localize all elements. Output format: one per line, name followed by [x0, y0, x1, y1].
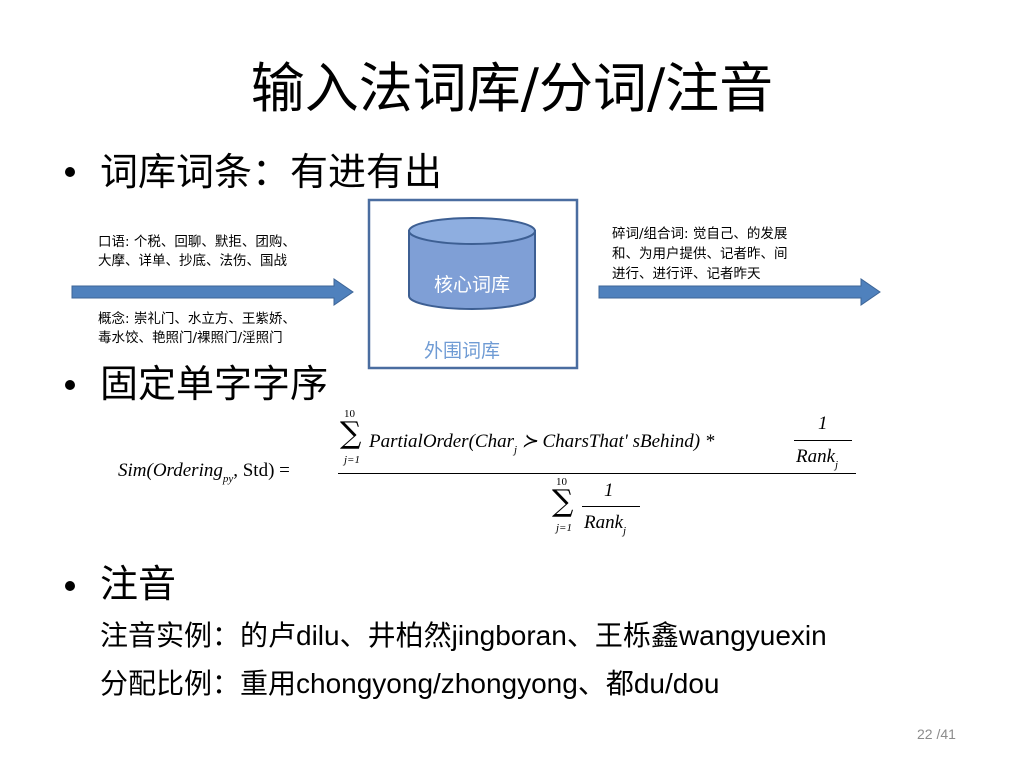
- numerator-frac-rank-text: Rank: [796, 446, 836, 467]
- spoken-words-line-1: 口语: 个税、回聊、默拒、团购、: [98, 234, 296, 250]
- denominator-sum-sign: ∑: [552, 484, 574, 519]
- numerator-frac-bar: [794, 440, 852, 441]
- concept-words-line-1: 概念: 崇礼门、水立方、王紫娇、: [98, 311, 296, 327]
- numerator-frac-rank-sub: j: [835, 459, 839, 471]
- denominator-frac-bar: [582, 506, 640, 507]
- core-lexicon-label: 核心词库: [434, 274, 511, 296]
- denominator-sum-upper: 10: [556, 476, 567, 488]
- numerator-sum-lower: j=1: [344, 454, 360, 466]
- fragment-words-line-1: 碎词/组合词: 觉自己、的发展: [612, 226, 788, 242]
- pinyin-example-e: 、王栎鑫: [566, 619, 679, 652]
- numerator-frac-rank: Rankj: [796, 446, 839, 471]
- outgoing-arrow-icon: [598, 278, 881, 306]
- bullet-2-text: 固定单字字序: [100, 362, 329, 406]
- spoken-words-line-2: 大摩、详单、抄底、法伤、国战: [98, 253, 287, 269]
- denominator-sum-lower: j=1: [556, 522, 572, 534]
- denominator-frac-rank-sub: j: [623, 525, 627, 537]
- page-number: 22 /41: [917, 726, 956, 742]
- formula-lhs-rest: , Std) =: [233, 460, 290, 481]
- formula-lhs-name: Sim(Ordering: [118, 460, 223, 481]
- pinyin-ratio-b: chongyong/zhongyong: [296, 668, 578, 699]
- numerator-expr: PartialOrder(Char: [369, 431, 514, 452]
- pinyin-example-c: 、井柏然: [339, 619, 452, 652]
- incoming-arrow-icon: [71, 278, 354, 306]
- pinyin-ratio-c: 、都: [577, 667, 634, 700]
- fragment-words-line-3: 进行、进行评、记者昨天: [612, 266, 761, 282]
- numerator-frac-one: 1: [818, 413, 828, 434]
- fragment-words-line-2: 和、为用户提供、记者昨、间: [612, 246, 788, 262]
- denominator-frac-rank: Rankj: [584, 512, 627, 537]
- bullet-dot-3: [65, 581, 75, 591]
- outer-lexicon-label: 外围词库: [424, 340, 501, 362]
- numerator-sum-upper: 10: [344, 408, 355, 420]
- pinyin-example-a: 注音实例：的卢: [100, 619, 297, 652]
- formula-lhs: Sim(Orderingpy, Std) =: [118, 460, 290, 485]
- pinyin-example-line: 注音实例：的卢dilu、井柏然jingboran、王栎鑫wangyuexin: [100, 616, 827, 656]
- bullet-dot-1: [65, 167, 75, 177]
- concept-words-line-2: 毒水饺、艳照门/裸照门/淫照门: [98, 330, 283, 346]
- pinyin-ratio-a: 分配比例：重用: [100, 667, 297, 700]
- core-lexicon-cylinder-icon: [408, 230, 536, 310]
- pinyin-ratio-line: 分配比例：重用chongyong/zhongyong、都du/dou: [100, 664, 719, 704]
- pinyin-example-b: dilu: [296, 620, 340, 651]
- pinyin-ratio-d: du/dou: [633, 668, 720, 699]
- lexicon-diagram: [71, 198, 881, 370]
- numerator-mid: ≻ CharsThat' sBehind) *: [517, 431, 715, 452]
- slide-title: 输入法词库/分词/注音: [250, 57, 774, 120]
- pinyin-example-f: wangyuexin: [678, 620, 827, 651]
- denominator-frac-one: 1: [604, 480, 614, 501]
- numerator-expression: PartialOrder(Charj ≻ CharsThat' sBehind)…: [369, 430, 715, 456]
- formula-lhs-sub: py: [222, 473, 234, 485]
- denominator-frac-rank-text: Rank: [584, 512, 624, 533]
- numerator-sum-sign: ∑: [340, 416, 362, 451]
- bullet-dot-2: [65, 380, 75, 390]
- bullet-3-text: 注音: [100, 562, 177, 606]
- bullet-1-text: 词库词条：有进有出: [100, 150, 443, 194]
- formula-main-fraction-bar: [338, 473, 856, 474]
- pinyin-example-d: jingboran: [451, 620, 567, 651]
- cylinder-top-icon: [408, 217, 536, 245]
- numerator-sub: j: [513, 444, 518, 456]
